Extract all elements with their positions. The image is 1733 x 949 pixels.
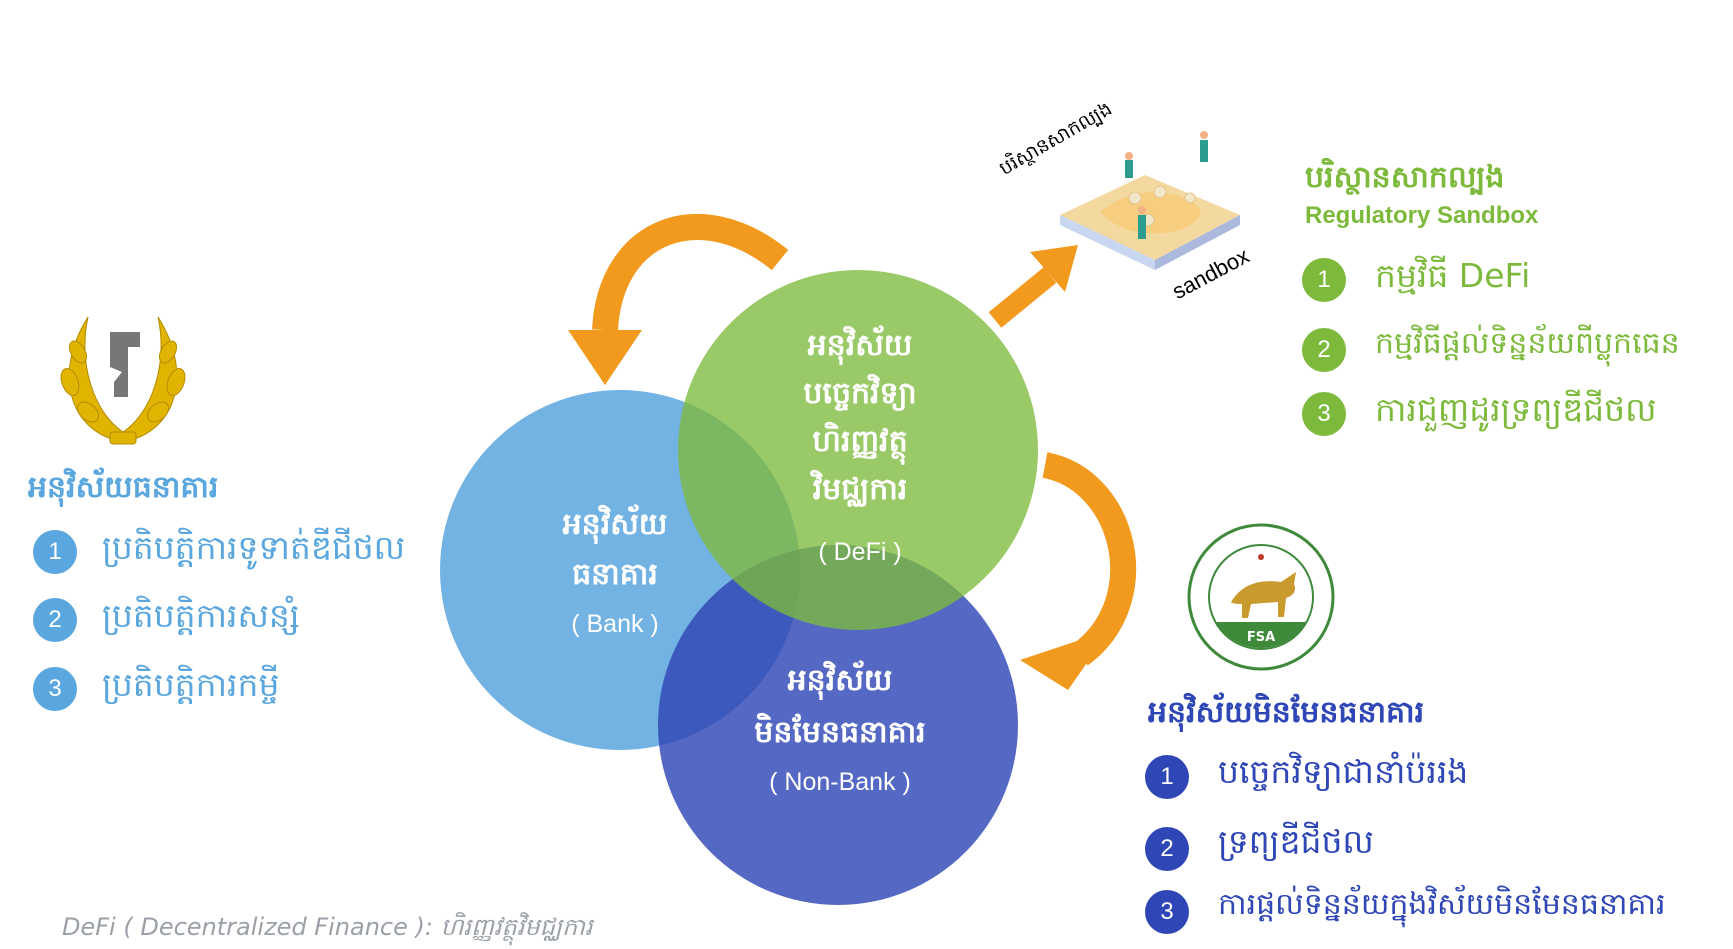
right-top-item-3-text: ការជួញដូរទ្រព្យឌីជីថល <box>1375 390 1657 429</box>
arrow-to-sandbox <box>988 267 1057 328</box>
bank-line2: ធនាគារ <box>572 557 658 592</box>
bank-line1: អនុវិស័យ <box>562 507 668 542</box>
right-bottom-item-2-text: ទ្រព្យឌីជីថល <box>1218 822 1374 861</box>
right-bottom-item-3-text: ការផ្តល់ទិន្នន័យក្នុងវិស័យមិនមែនធនាគារ <box>1218 887 1666 922</box>
nonbank-circle-label: អនុវិស័យ មិនមែនធនាគារ <box>710 655 970 759</box>
footnote: DeFi ( Decentralized Finance ): ហិរញ្ញវត… <box>62 913 593 941</box>
bank-sub: ( Bank ) <box>571 610 659 638</box>
right-bottom-item-1-badge: 1 <box>1145 755 1189 799</box>
nonbank-line2: មិនមែនធនាគារ <box>754 715 926 750</box>
defi-circle <box>678 270 1038 630</box>
sandbox-illustration-icon <box>1060 131 1240 270</box>
left-item-3-text: ប្រតិបត្តិការកម្ចី <box>102 665 280 704</box>
left-item-3-badge: 3 <box>33 667 77 711</box>
nbc-logo-icon <box>60 316 186 445</box>
right-bottom-item-2-badge: 2 <box>1145 827 1189 871</box>
fsa-logo-icon: FSA <box>1187 523 1335 671</box>
left-item-2-text: ប្រតិបត្តិការសន្សំ <box>102 596 300 635</box>
defi-sub: ( DeFi ) <box>818 538 902 566</box>
defi-line3: ហិរញ្ញវត្ថុ <box>812 424 908 459</box>
right-bottom-title: អនុវិស័យមិនមែនធនាគារ <box>1148 695 1425 730</box>
left-item-1-text: ប្រតិបត្តិការទូទាត់ឌីជីថល <box>102 528 406 567</box>
left-item-1-badge: 1 <box>33 530 77 574</box>
left-title: អនុវិស័យធនាគារ <box>28 470 219 505</box>
right-top-title: បរិស្ថានសាកល្បង <box>1305 160 1505 195</box>
bank-circle-label: អនុវិស័យ ធនាគារ <box>510 500 720 600</box>
right-top-item-3-badge: 3 <box>1302 392 1346 436</box>
defi-line2: បច្ចេកវិទ្យា <box>803 376 917 411</box>
curved-arrow-right-head <box>1020 630 1110 690</box>
curved-arrow-right <box>1041 452 1137 666</box>
arrow-to-sandbox-head <box>1030 245 1078 292</box>
curved-arrow-top-head <box>568 330 642 385</box>
right-bottom-item-3-badge: 3 <box>1145 890 1189 934</box>
defi-circle-label: អនុវិស័យ បច្ចេកវិទ្យា ហិរញ្ញវត្ថុ វិមជ្ឈ… <box>740 322 980 514</box>
right-top-item-2-text: កម្មវិធីផ្តល់ទិន្នន័យពីប្លុកធេន <box>1375 326 1680 361</box>
defi-line1: អនុវិស័យ <box>807 328 913 363</box>
nonbank-line1: អនុវិស័យ <box>787 663 893 698</box>
nonbank-sub: ( Non-Bank ) <box>769 768 911 796</box>
defi-line4: វិមជ្ឈការ <box>812 472 908 507</box>
left-item-2-badge: 2 <box>33 598 77 642</box>
right-bottom-item-1-text: បច្ចេកវិទ្យាជានាំប៉ររង <box>1218 752 1469 791</box>
right-top-item-2-badge: 2 <box>1302 328 1346 372</box>
nonbank-circle <box>658 545 1018 905</box>
curved-arrow-top <box>592 214 789 332</box>
right-top-item-1-text: កម្មវិធី DeFi <box>1375 256 1531 295</box>
fsa-logo-text: FSA <box>1247 630 1275 645</box>
right-top-item-1-badge: 1 <box>1302 258 1346 302</box>
right-top-subtitle: Regulatory Sandbox <box>1305 202 1539 229</box>
